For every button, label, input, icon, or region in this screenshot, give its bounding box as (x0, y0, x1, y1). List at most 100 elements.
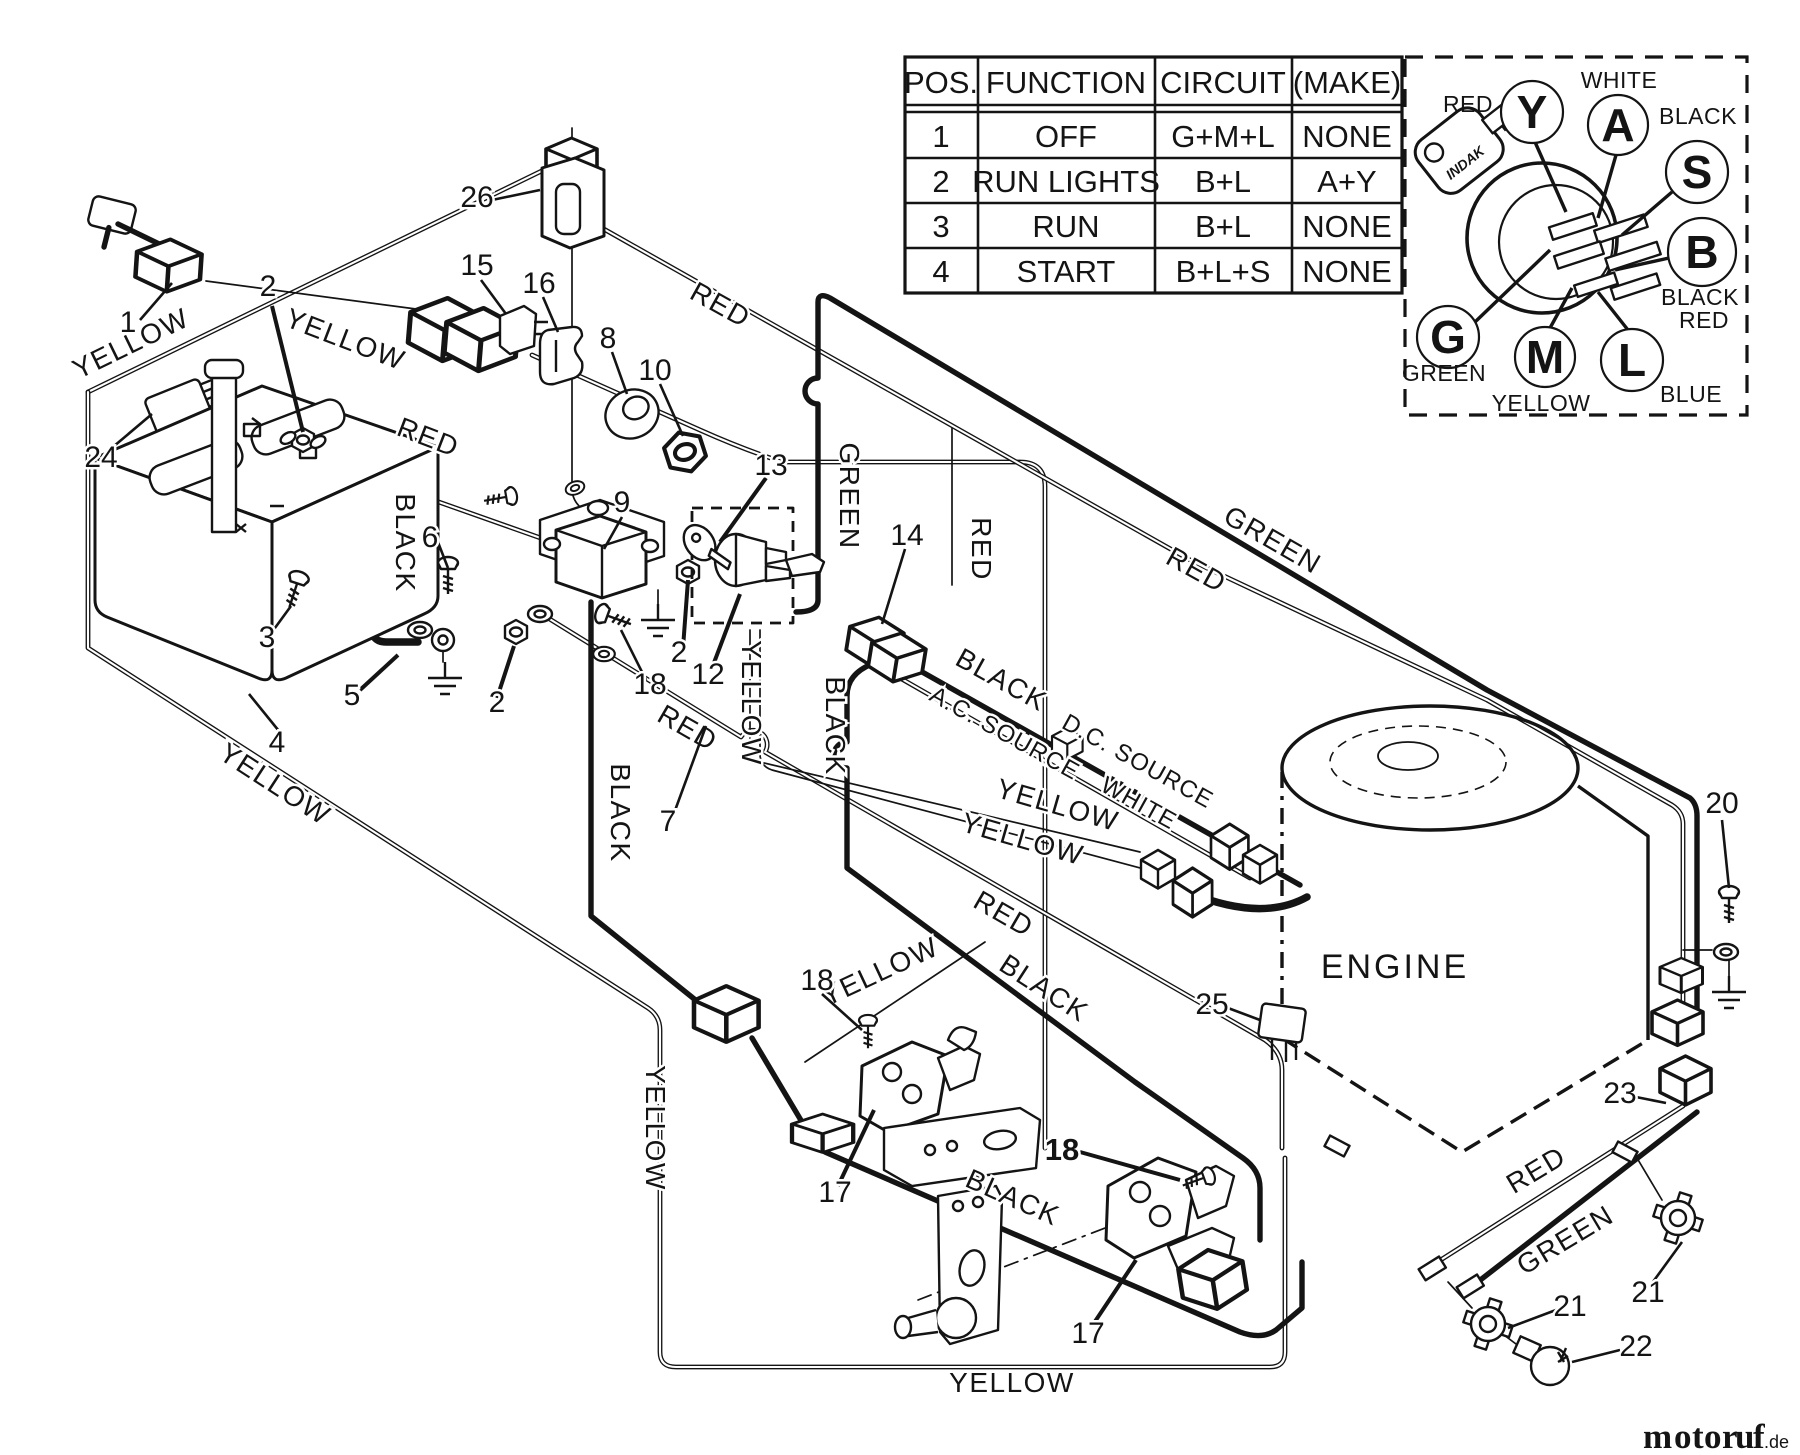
watermark-logo: m o t o r u f .de (1643, 1417, 1789, 1455)
bulb-22 (1512, 1335, 1571, 1387)
watermark-letter: m (1643, 1417, 1672, 1455)
table-header-function: FUNCTION (986, 65, 1146, 100)
callout-25: 25 (1195, 988, 1228, 1021)
label-red-2: RED (685, 276, 756, 334)
switch-17a (694, 986, 1042, 1188)
callout-7: 7 (660, 805, 677, 838)
solenoid-9 (481, 477, 701, 663)
wire-yellow-engine-1 (749, 629, 1141, 853)
table-row: 2 RUN LIGHTS B+L A+Y (932, 164, 1376, 199)
label-black-2: BLACK (605, 763, 636, 862)
terminal-M: M (1526, 331, 1564, 383)
cell-func-1: OFF (1035, 119, 1097, 154)
label-green-1: GREEN (834, 442, 865, 549)
callout-20: 20 (1705, 787, 1738, 820)
fuse-clip-16 (538, 325, 584, 386)
fuse-holder-26 (540, 136, 606, 250)
ignition-switch-12 (690, 506, 826, 625)
table-header-make: (MAKE) (1293, 65, 1402, 100)
cell-pos-2: 2 (932, 164, 949, 199)
label-yellow-5: YELLOW (640, 1065, 671, 1191)
bulb-sparkle-icon (1556, 1347, 1569, 1364)
callout-1: 1 (120, 306, 137, 339)
table-row: 3 RUN B+L NONE (932, 209, 1391, 244)
lamp-sockets (1323, 1134, 1704, 1387)
wire-black-bottom (822, 1149, 1305, 1339)
watermark-letter: o (1674, 1417, 1692, 1455)
callout-22: 22 (1619, 1330, 1652, 1363)
switch-position-table: POS. FUNCTION CIRCUIT (MAKE) 1 OFF G+M+L… (903, 55, 1404, 295)
cell-func-2: RUN LIGHTS (972, 164, 1160, 199)
table-header-circuit: CIRCUIT (1160, 65, 1286, 100)
callout-14: 14 (890, 519, 923, 552)
callout-17: 17 (1071, 1317, 1104, 1350)
label-L-blue: BLUE (1660, 381, 1722, 407)
cell-make-1: NONE (1302, 119, 1392, 154)
callout-18-bold: 18 (1045, 1132, 1079, 1167)
watermark-letter: r (1722, 1417, 1738, 1455)
wire-yellow-connector1 (205, 280, 417, 310)
wire-lamp-stub-left (1447, 1281, 1473, 1309)
brake-bracket (893, 1184, 1004, 1346)
key-13-blade-tip (784, 552, 826, 578)
label-black-3: BLACK (820, 676, 851, 775)
wire-black-connector-link (749, 1035, 805, 1125)
callout-5: 5 (344, 679, 361, 712)
callout-9: 9 (614, 486, 631, 519)
label-red-3: RED (1161, 541, 1232, 599)
inset-color-labels: RED WHITE BLACK BLACK RED GREEN YELLOW B… (1402, 67, 1739, 416)
callout-17: 17 (818, 1176, 851, 1209)
wire-green-lamps (1467, 1109, 1700, 1291)
label-B-black: BLACK (1661, 284, 1739, 310)
wire-black-mid (831, 661, 1263, 1243)
cell-pos-1: 1 (932, 119, 949, 154)
cell-circ-1: G+M+L (1171, 119, 1274, 154)
watermark-letter: u (1735, 1417, 1754, 1455)
table-row: 1 OFF G+M+L NONE (932, 119, 1391, 154)
watermark-letter: o (1704, 1417, 1722, 1455)
callout-18: 18 (800, 964, 833, 997)
callout-23: 23 (1603, 1077, 1636, 1110)
label-yellow-9: YELLOW (816, 931, 943, 1012)
cell-func-4: START (1017, 254, 1116, 289)
callout-2: 2 (671, 636, 688, 669)
wire-yellow-switch (804, 941, 986, 1063)
terminal-Y: Y (1517, 86, 1548, 138)
terminal-S: S (1682, 146, 1713, 198)
callout-15: 15 (460, 249, 493, 282)
cell-pos-4: 4 (932, 254, 949, 289)
label-yellow-6: YELLOW (949, 1367, 1075, 1398)
key-13 (682, 523, 732, 571)
callout-4: 4 (269, 726, 286, 759)
label-S-black: BLACK (1659, 103, 1737, 129)
watermark-letter: t (1692, 1417, 1704, 1455)
battery (93, 358, 440, 682)
grommet-8 (604, 388, 660, 440)
inset-switch-blades (1547, 212, 1662, 301)
part-callouts: 1 2 2 2 3 4 5 6 7 8 9 10 12 13 14 15 16 … (82, 179, 1741, 1366)
label-red-6: RED (966, 517, 997, 581)
label-black-1: BLACK (390, 493, 421, 592)
label-red-4: RED (652, 698, 723, 757)
callout-26: 26 (460, 181, 493, 214)
label-Y-red: RED (1443, 91, 1493, 117)
ground-assembly-20 (1710, 884, 1748, 1010)
terminal-G: G (1430, 311, 1466, 363)
inset-terminals: Y A S B G M L (1415, 79, 1738, 393)
callout-24: 24 (84, 441, 117, 474)
table-header-pos: POS. (904, 65, 978, 100)
callout-leaders (106, 188, 1731, 1364)
connector-item1 (87, 195, 519, 373)
callout-2: 2 (489, 686, 506, 719)
label-M-yellow: YELLOW (1492, 390, 1591, 416)
label-B-red: RED (1679, 307, 1729, 333)
callout-13: 13 (754, 449, 787, 482)
connector-25 (1257, 1002, 1307, 1062)
nut-10 (662, 430, 708, 474)
label-yellow-4: YELLOW (736, 640, 767, 766)
callout-21: 21 (1631, 1276, 1664, 1309)
wire-black-solenoid-down (588, 599, 701, 1005)
watermark-letter: f (1753, 1417, 1765, 1455)
callout-12: 12 (691, 658, 724, 691)
engine: ENGINE (1280, 704, 1650, 1154)
